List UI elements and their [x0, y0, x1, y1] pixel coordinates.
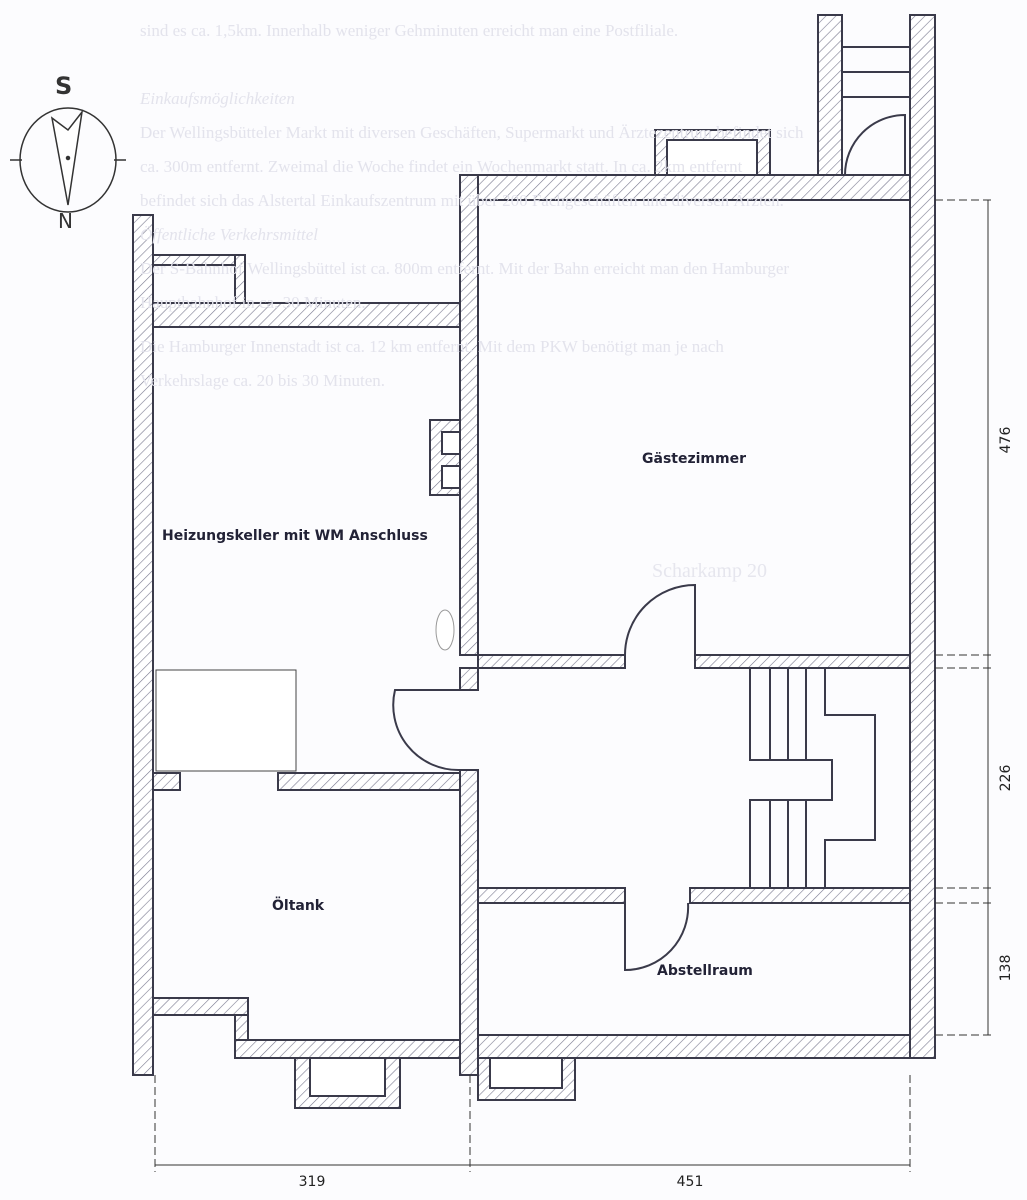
bg-line: Die Hamburger Innenstadt ist ca. 12 km e… — [140, 337, 724, 356]
compass-north: N — [58, 209, 73, 233]
bg-line: ca. 300m entfernt. Zweimal die Woche fin… — [140, 157, 743, 176]
bleed-through-text: sind es ca. 1,5km. Innerhalb weniger Geh… — [140, 14, 803, 398]
bg-line: Der Wellingsbütteler Markt mit diversen … — [140, 123, 804, 142]
dim-138: 138 — [998, 955, 1014, 982]
compass-south: S — [55, 72, 72, 100]
sink-icon — [435, 609, 455, 651]
bg-address: Scharkamp 20 — [652, 560, 767, 582]
bg-heading: Öffentliche Verkehrsmittel — [140, 225, 318, 244]
compass-icon — [10, 107, 126, 213]
stair-steps — [749, 46, 910, 888]
dim-451: 451 — [677, 1174, 704, 1190]
bg-line: sind es ca. 1,5km. Innerhalb weniger Geh… — [140, 21, 679, 40]
bg-line: Hauptbahnhof in ca. 30 Minuten. — [140, 293, 366, 312]
white-overlay-box — [155, 669, 297, 772]
room-label-storage-room: Abstellraum — [657, 963, 753, 979]
bg-line: Der S-Bahnhof Wellingsbüttel ist ca. 800… — [140, 259, 790, 278]
dim-226: 226 — [998, 765, 1014, 792]
bg-line: befindet sich das Alstertal Einkaufszent… — [140, 191, 784, 210]
dim-319: 319 — [299, 1174, 326, 1190]
doors — [392, 113, 906, 972]
bg-heading: Einkaufsmöglichkeiten — [140, 89, 295, 108]
bg-line: Verkehrslage ca. 20 bis 30 Minuten. — [140, 371, 386, 390]
dimension-lines — [154, 199, 995, 1172]
room-label-guest-room: Gästezimmer — [642, 451, 746, 467]
room-label-boiler-room: Heizungskeller mit WM Anschluss — [162, 528, 428, 544]
walls — [132, 14, 936, 1109]
dim-476: 476 — [998, 427, 1014, 454]
room-label-oil-tank: Öltank — [272, 896, 325, 914]
